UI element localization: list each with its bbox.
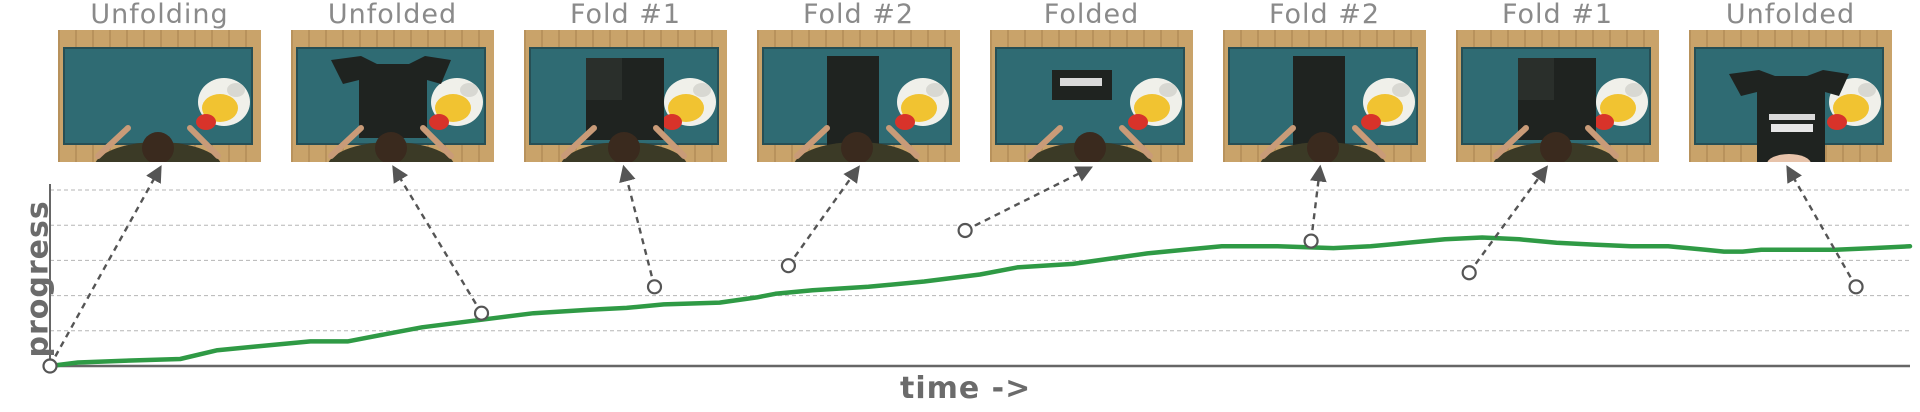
progress-arrow (1468, 165, 1548, 274)
progress-arrow (787, 165, 860, 267)
frame-label: Fold #1 (569, 0, 682, 30)
frame-thumbnail (58, 30, 261, 162)
key-point-marker (42, 358, 58, 374)
key-point-marker (1848, 279, 1864, 295)
frame-thumbnail (1689, 30, 1892, 162)
y-axis-label: progress (20, 200, 56, 358)
progress-arrow (1786, 165, 1858, 288)
progress-curve (47, 235, 1913, 369)
progress-arrow (1309, 164, 1327, 242)
key-point-marker (1303, 233, 1319, 249)
x-axis-label: time -> (900, 371, 1032, 406)
frame-label: Folded (1043, 0, 1140, 30)
progress-arrow (619, 164, 656, 288)
table-scene-illustration (58, 30, 261, 162)
frame-thumbnail (1223, 30, 1426, 162)
frame-label: Fold #1 (1501, 0, 1614, 30)
key-point-marker (1461, 265, 1477, 281)
table-scene-illustration (291, 30, 494, 162)
frame-label: Unfolded (327, 0, 458, 30)
frame-label: Unfolding (90, 0, 229, 30)
table-scene-illustration (524, 30, 727, 162)
progress-arrow (964, 166, 1094, 232)
table-scene-illustration (757, 30, 960, 162)
progress-arrow (48, 165, 162, 367)
frame-thumbnail (291, 30, 494, 162)
frame-label: Fold #2 (1268, 0, 1381, 30)
table-scene-illustration (990, 30, 1193, 162)
table-scene-illustration (1223, 30, 1426, 162)
key-point-marker (646, 279, 663, 295)
key-point-marker (957, 222, 973, 239)
frame-label: Unfolded (1725, 0, 1856, 30)
grid-lines (50, 189, 1910, 332)
frame-thumbnail (524, 30, 727, 162)
key-point-marker (780, 258, 797, 274)
frame-thumbnail (990, 30, 1193, 162)
frame-label: Fold #2 (802, 0, 915, 30)
key-point-marker (473, 305, 490, 321)
table-scene-illustration (1689, 30, 1892, 162)
arrows (48, 164, 1858, 367)
frame-thumbnail (757, 30, 960, 162)
table-scene-illustration (1456, 30, 1659, 162)
key-point-markers (42, 222, 1864, 374)
frame-thumbnail (1456, 30, 1659, 162)
